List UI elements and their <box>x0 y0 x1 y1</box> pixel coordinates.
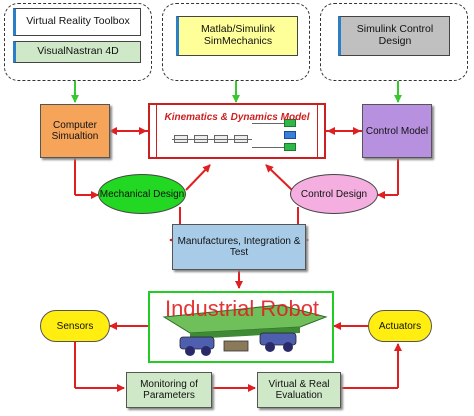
manufactures-label: Manufactures, Integration & Test <box>177 236 301 258</box>
virtual-reality-toolbox-label: Virtual Reality Toolbox <box>26 15 130 28</box>
control-design-node: Control Design <box>290 174 378 214</box>
virtual-reality-toolbox-box: Virtual Reality Toolbox <box>13 8 141 36</box>
mechanical-design-node: Mechanical Design <box>98 174 186 214</box>
mechanical-design-label: Mechanical Design <box>99 188 185 200</box>
tool-group-left <box>4 3 152 81</box>
control-model-node: Control Model <box>362 104 432 158</box>
industrial-robot-node: Industrial Robot <box>148 291 334 363</box>
sensors-node: Sensors <box>40 310 110 342</box>
actuators-label: Actuators <box>378 320 422 332</box>
visualnastran-label: VisualNastran 4D <box>37 45 119 58</box>
computer-simulation-node: Computer Simualtion <box>40 104 110 158</box>
arrow-cd-to-kd <box>265 164 293 191</box>
monitoring-node: Monitoring of Parameters <box>126 372 212 408</box>
arrow-mech-to-kd <box>185 164 211 191</box>
simulink-control-design-label: Simulink Control Design <box>356 23 434 47</box>
kd-inner-border-right <box>317 105 318 157</box>
manufactures-node: Manufactures, Integration & Test <box>172 224 306 270</box>
sensors-label: Sensors <box>56 320 94 332</box>
kd-title: Kinematics & Dynamics Model <box>160 112 314 124</box>
control-design-label: Control Design <box>300 188 368 200</box>
evaluation-label: Virtual & Real Evaluation <box>268 379 330 401</box>
visualnastran-box: VisualNastran 4D <box>13 41 141 63</box>
kd-block-diagram-graphic <box>172 119 302 153</box>
actuators-node: Actuators <box>368 310 432 342</box>
simmechanics-box: Matlab/Simulink SimMechanics <box>176 16 298 56</box>
control-model-label: Control Model <box>365 125 429 137</box>
kd-inner-border-left <box>156 105 157 157</box>
kd-title-label: Kinematics & Dynamics Model <box>164 112 310 123</box>
industrial-robot-label: Industrial Robot <box>164 296 320 321</box>
tool-group-right <box>320 3 468 81</box>
simulink-control-design-box: Simulink Control Design <box>338 16 450 56</box>
industrial-robot-title: Industrial Robot <box>162 296 322 321</box>
monitoring-label: Monitoring of Parameters <box>140 379 198 401</box>
robot-picture <box>162 304 328 356</box>
kinematics-dynamics-node: Kinematics & Dynamics Model <box>148 103 326 159</box>
computer-simulation-label: Computer Simualtion <box>51 120 99 142</box>
tool-group-middle <box>162 3 310 81</box>
simmechanics-label: Matlab/Simulink SimMechanics <box>200 23 276 47</box>
evaluation-node: Virtual & Real Evaluation <box>257 372 341 408</box>
